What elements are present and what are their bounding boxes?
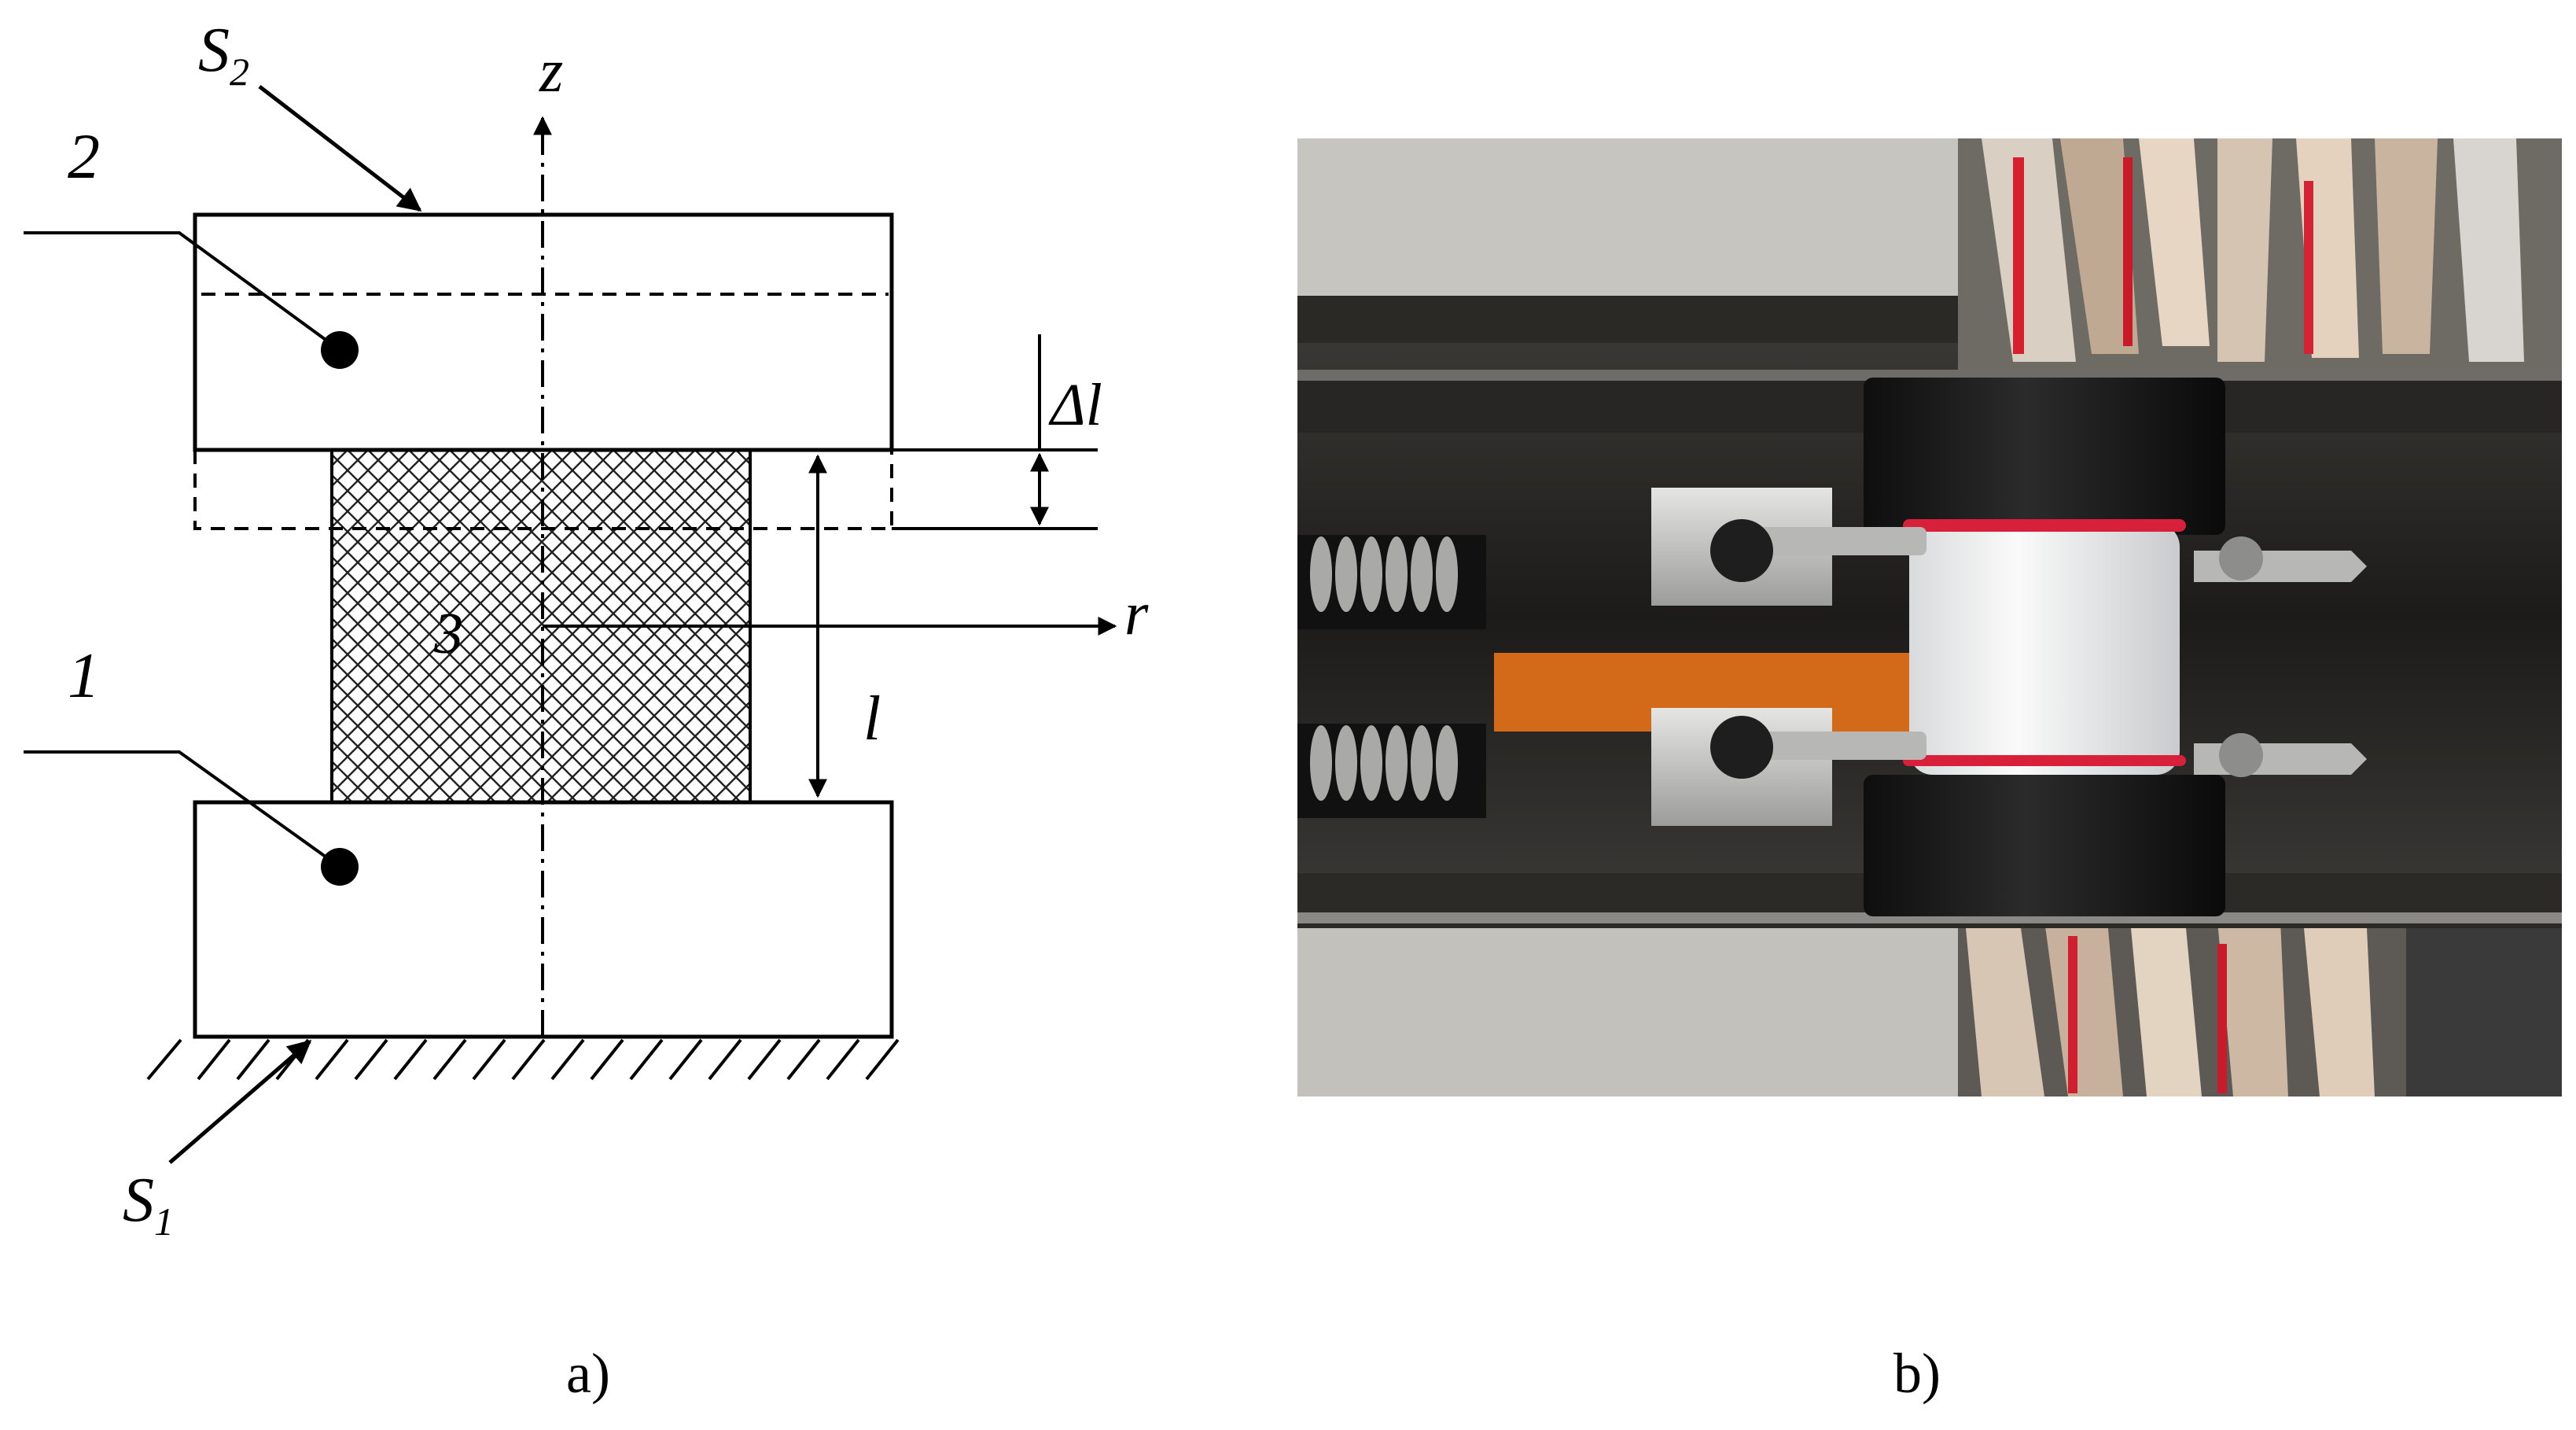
displacement-label: Δl <box>1048 372 1102 438</box>
leader-line-part-1 <box>24 750 341 868</box>
ground-hatch-mark <box>786 1038 821 1081</box>
part-1-label: 1 <box>68 639 100 711</box>
ground-hatch-mark <box>590 1038 624 1081</box>
part-2-label: 2 <box>68 120 100 192</box>
ground-hatch-mark <box>315 1038 349 1081</box>
specimen-label: 3 <box>433 602 463 666</box>
photo-panel: b) <box>1297 138 2562 1405</box>
photo-bottom-electrodes <box>1958 905 2562 1096</box>
photo-pin-arms <box>1710 519 2367 779</box>
axis-z-label: z <box>539 36 563 105</box>
ground-hatch-mark <box>472 1038 506 1081</box>
surface-arrow-s1 <box>168 1040 312 1164</box>
ground-support <box>146 1034 900 1081</box>
ground-hatch-mark <box>236 1038 270 1081</box>
point-marker-1 <box>321 848 359 886</box>
panel-b-label: b) <box>1893 1342 1941 1405</box>
top-block <box>193 212 894 452</box>
ground-hatch-mark <box>747 1038 782 1081</box>
ground-hatch-mark <box>511 1038 546 1081</box>
photo-top-electrodes <box>1958 138 2562 374</box>
axis-r-label: r <box>1124 579 1149 647</box>
ground-hatch-mark <box>393 1038 428 1081</box>
photo-top-ring <box>1864 378 2225 535</box>
photo-springs <box>1297 535 1486 818</box>
ground-hatch-mark <box>826 1038 860 1081</box>
ground-hatch-mark <box>865 1038 900 1081</box>
ground-hatch-mark <box>668 1038 703 1081</box>
photo-specimen <box>1909 523 2180 775</box>
ground-hatch-mark <box>629 1038 664 1081</box>
surface-arrow-s2 <box>258 85 422 212</box>
photo-image <box>1297 138 2562 1096</box>
surface-s1-label: S1 <box>123 1166 174 1244</box>
leader-line-part-2 <box>24 231 341 352</box>
surface-s2-label: S2 <box>198 16 249 94</box>
ground-hatch-mark <box>354 1038 388 1081</box>
panel-a-label: a) <box>566 1342 610 1405</box>
ground-hatch-mark <box>432 1038 467 1081</box>
ground-hatch-mark <box>146 1038 182 1081</box>
ground-hatch-mark <box>197 1038 231 1081</box>
ground-hatch-mark <box>550 1038 585 1081</box>
photo-bottom-ring <box>1864 775 2225 916</box>
length-label: l <box>863 684 881 754</box>
displaced-block-outline <box>193 450 893 530</box>
point-marker-2 <box>321 331 359 369</box>
ground-hatch-mark <box>708 1038 742 1081</box>
schematic-diagram: z r S2 S1 2 1 3 l Δl a) <box>24 16 1149 1405</box>
